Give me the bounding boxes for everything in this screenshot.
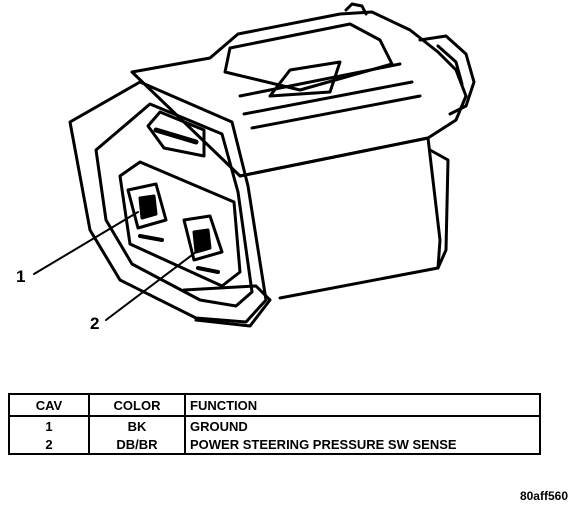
rear-knob-ridge bbox=[436, 44, 464, 86]
latch-bar-3 bbox=[250, 94, 422, 130]
cavity-2 bbox=[182, 214, 224, 262]
row-color: BK bbox=[89, 416, 186, 435]
callout-pin-2: 2 bbox=[90, 314, 100, 333]
cavity-2-index bbox=[196, 266, 220, 274]
header-cav: CAV bbox=[8, 393, 90, 417]
front-bottom-lip bbox=[182, 284, 272, 328]
front-latch-button bbox=[146, 110, 206, 158]
connector-side-body bbox=[238, 136, 442, 300]
table-row: 1 BK GROUND bbox=[8, 416, 541, 435]
leader-line-1 bbox=[33, 211, 139, 275]
cavity-1-index bbox=[138, 234, 164, 242]
top-nub bbox=[344, 2, 368, 16]
row-function: GROUND bbox=[185, 416, 541, 435]
header-color: COLOR bbox=[89, 393, 186, 417]
latch-channel bbox=[223, 22, 394, 92]
row-cav: 2 bbox=[8, 435, 90, 455]
table-header-row: CAV COLOR FUNCTION bbox=[8, 393, 541, 417]
table-row: 2 DB/BR POWER STEERING PRESSURE SW SENSE bbox=[8, 435, 541, 455]
callout-pin-1: 1 bbox=[16, 267, 26, 286]
latch-bar-1 bbox=[238, 62, 402, 98]
latch-bar-2 bbox=[242, 80, 414, 116]
connector-illustration bbox=[33, 2, 476, 328]
rear-knob bbox=[418, 34, 476, 116]
pinout-table: CAV COLOR FUNCTION 1 BK GROUND 2 DB/BR P… bbox=[8, 393, 541, 455]
row-cav: 1 bbox=[8, 416, 90, 435]
front-face-inner-frame bbox=[94, 102, 254, 308]
row-color: DB/BR bbox=[89, 435, 186, 455]
cavity-1 bbox=[126, 182, 168, 230]
figure-id: 80aff560 bbox=[519, 489, 568, 503]
leader-line-2 bbox=[105, 251, 197, 321]
header-function: FUNCTION bbox=[185, 393, 541, 417]
row-function: POWER STEERING PRESSURE SW SENSE bbox=[185, 435, 541, 455]
side-body-edge bbox=[428, 148, 450, 270]
cavity-2-terminal bbox=[192, 228, 212, 254]
terminal-cavity-housing bbox=[118, 160, 242, 288]
front-face-frame bbox=[68, 80, 268, 324]
latch-tab bbox=[268, 60, 342, 98]
cavity-1-terminal bbox=[138, 194, 158, 220]
front-latch-button-shading bbox=[153, 127, 199, 145]
